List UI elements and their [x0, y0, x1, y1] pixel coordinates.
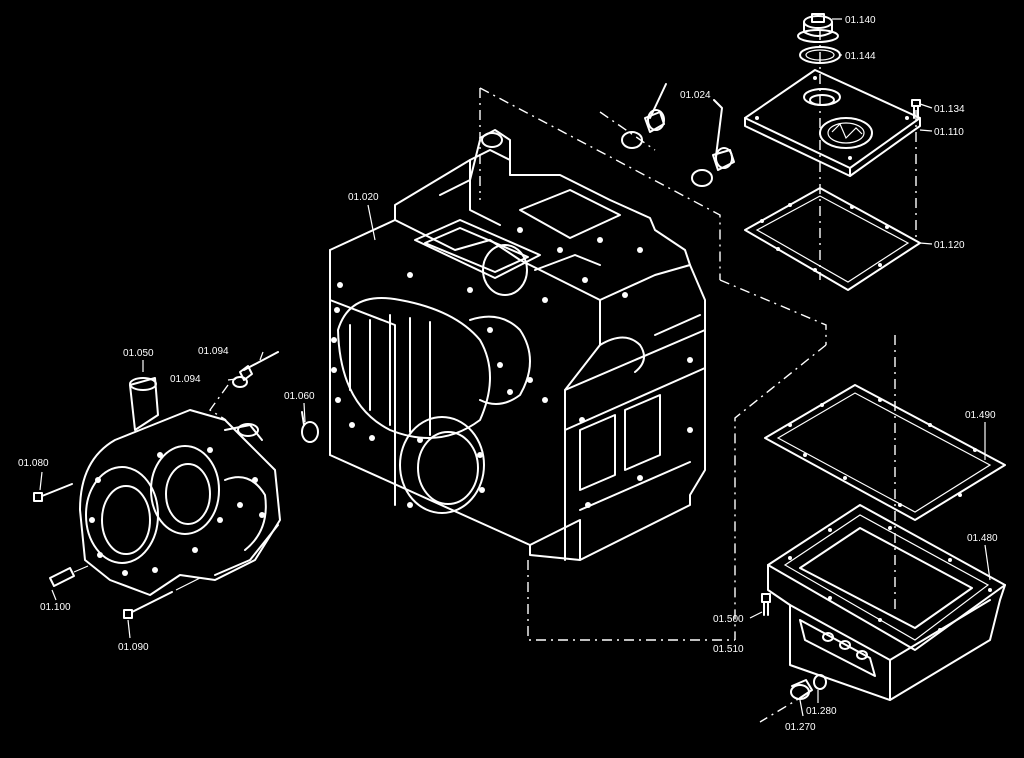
label-01060: 01.060: [284, 391, 315, 402]
plugs-01024: [621, 83, 735, 187]
label-01140: 01.140: [845, 15, 876, 26]
seal-01280: [813, 674, 827, 690]
label-01100: 01.100: [40, 602, 71, 613]
label-01024: 01.024: [680, 90, 711, 101]
side-housing-01050: [79, 377, 281, 596]
label-01270: 01.270: [785, 722, 816, 733]
part-labels: 01.140 01.144 01.024 01.134 01.110 01.02…: [18, 15, 998, 733]
label-01500: 01.500: [713, 614, 744, 625]
cover-plate-01110: [744, 69, 921, 177]
oil-pan-01480: [767, 504, 1006, 701]
label-01080: 01.080: [18, 458, 49, 469]
main-housing-01020: [329, 129, 706, 561]
bolts-01094: [208, 351, 279, 421]
label-01490: 01.490: [965, 410, 996, 421]
label-01510: 01.510: [713, 644, 744, 655]
gasket-01490: [764, 384, 1006, 521]
bolt-01500: [761, 593, 771, 616]
stud-01090: [123, 577, 201, 619]
label-01120: 01.120: [934, 240, 965, 251]
leader-lines: [39, 18, 991, 717]
label-01094-bottom: 01.094: [170, 374, 201, 385]
drain-plug-01270: [790, 679, 813, 700]
gasket-01120: [744, 187, 921, 291]
label-01280: 01.280: [806, 706, 837, 717]
label-01090: 01.090: [118, 642, 149, 653]
label-01020: 01.020: [348, 192, 379, 203]
dowel-01100: [49, 565, 89, 587]
plug-01140: [797, 13, 839, 43]
label-01134: 01.134: [934, 104, 965, 115]
bolt-01080: [33, 483, 73, 502]
label-01480: 01.480: [967, 533, 998, 544]
assembly-lines: [479, 30, 917, 723]
label-01050: 01.050: [123, 348, 154, 359]
label-01110: 01.110: [934, 127, 964, 138]
label-01094-top: 01.094: [198, 346, 229, 357]
label-01144: 01.144: [845, 51, 876, 62]
screw-01134: [911, 99, 921, 119]
oring-01060: [301, 411, 319, 443]
